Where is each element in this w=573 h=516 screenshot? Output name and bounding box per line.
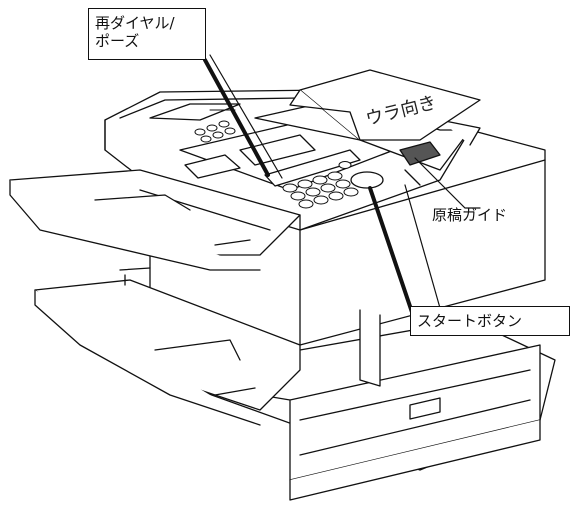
start-button-label: スタートボタン [410,306,570,336]
upper-output-tray [9,169,301,271]
document-guide-label: 原稿ガイド [432,206,508,224]
document-guide-shape [399,141,441,166]
start-button-shape [350,171,384,189]
redial-pause-label: 再ダイヤル/ ポーズ [88,8,206,60]
redial-leader-thin [209,54,283,179]
document-guide-leader [414,157,481,209]
lower-output-tray [34,274,301,426]
redial-pause-label-line1: 再ダイヤル/ [95,14,175,32]
redial-leader-thick [203,58,270,177]
start-button-label-text: スタートボタン [417,312,523,330]
start-button-leader-thin [404,184,441,309]
redial-pause-label-line2: ポーズ [95,32,140,50]
document-paper [289,69,481,141]
